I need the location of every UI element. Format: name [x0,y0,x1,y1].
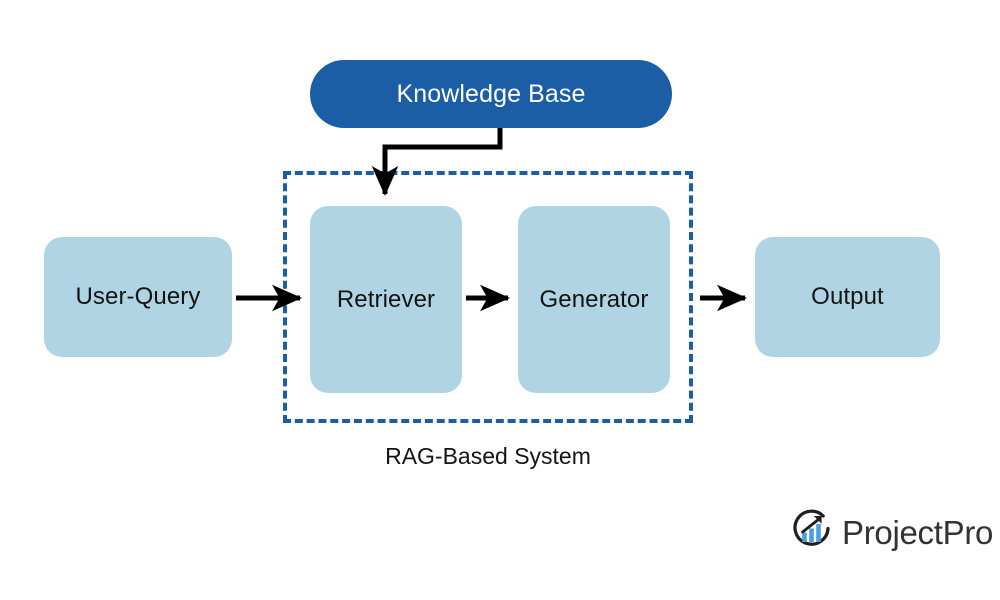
node-generator[interactable]: Generator [518,206,670,393]
node-output[interactable]: Output [755,237,940,357]
rag-system-group-label: RAG-Based System [385,443,591,469]
projectpro-wordmark: ProjectPro [842,514,994,551]
growth-chart-circle-icon [790,508,834,557]
node-user-query[interactable]: User-Query [44,237,232,357]
projectpro-logo: ProjectPro [790,508,993,557]
node-knowledge-base[interactable]: Knowledge Base [310,60,672,128]
node-retriever[interactable]: Retriever [310,206,462,393]
